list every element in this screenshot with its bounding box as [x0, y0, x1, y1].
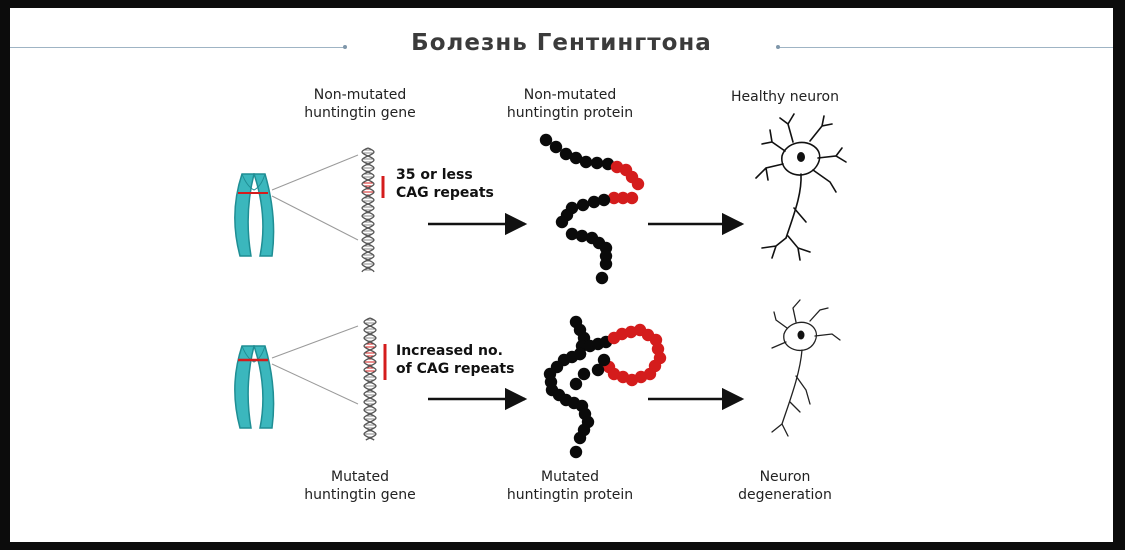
protein-bead — [565, 227, 579, 241]
label-mutated-protein: Mutated huntingtin protein — [500, 468, 640, 504]
protein-bead — [576, 198, 590, 212]
protein-bead — [595, 271, 609, 285]
protein-bead — [569, 377, 583, 391]
protein-bead — [599, 257, 613, 271]
protein-bead — [597, 193, 611, 207]
protein-bead — [631, 177, 645, 191]
label-mutated-gene-line2: huntingtin gene — [304, 487, 416, 503]
protein-bead — [625, 191, 639, 205]
protein-bead — [549, 140, 563, 154]
protein-mutated — [543, 315, 667, 459]
title-rule-dot-right — [776, 45, 780, 49]
label-nonmutated-gene-line2: huntingtin gene — [304, 105, 416, 121]
protein-bead — [579, 155, 593, 169]
annotation-normal-repeats: 35 or less CAG repeats — [396, 166, 494, 202]
dna-helix-normal — [361, 147, 375, 273]
page-title: Болезнь Гентингтона — [411, 30, 712, 56]
title-rule-left — [10, 47, 345, 48]
healthy-neuron-icon — [755, 113, 847, 261]
label-mutated-gene-line1: Mutated — [330, 469, 389, 485]
label-mutated-protein-line2: huntingtin protein — [506, 487, 634, 503]
degenerated-neuron-icon — [771, 299, 841, 437]
protein-bead — [539, 133, 553, 147]
protein-bead — [569, 151, 583, 165]
diagram-art — [234, 113, 847, 459]
label-nonmutated-gene-line1: Non-mutated — [313, 87, 407, 103]
protein-bead — [573, 347, 587, 361]
annotation-normal-line2: CAG repeats — [396, 185, 494, 201]
dna-helix-mutated — [363, 317, 377, 441]
annotation-mutated-line1: Increased no. — [396, 343, 503, 359]
label-neuron-degeneration-line1: Neuron — [759, 469, 811, 485]
label-neuron-degeneration-line2: degeneration — [738, 487, 832, 503]
title-rule-dot-left — [343, 45, 347, 49]
annotation-normal-line1: 35 or less — [396, 167, 473, 183]
protein-bead — [569, 445, 583, 459]
annotation-increased-repeats: Increased no. of CAG repeats — [396, 342, 514, 378]
label-nonmutated-gene: Non-mutated huntingtin gene — [300, 86, 420, 122]
protein-nonmutated — [539, 133, 645, 285]
protein-bead — [590, 156, 604, 170]
protein-bead — [591, 363, 605, 377]
label-healthy-neuron: Healthy neuron — [731, 89, 839, 105]
protein-bead — [559, 147, 573, 161]
annotation-mutated-line2: of CAG repeats — [396, 361, 515, 377]
slide: Болезнь Гентингтона Non-mutated huntingt… — [10, 8, 1113, 542]
protein-bead — [597, 353, 611, 367]
label-nonmutated-protein-line1: Non-mutated — [523, 87, 617, 103]
label-nonmutated-protein: Non-mutated huntingtin protein — [500, 86, 640, 122]
label-mutated-protein-line1: Mutated — [540, 469, 599, 485]
protein-bead — [575, 229, 589, 243]
chromosome-top — [234, 154, 359, 257]
label-nonmutated-protein-line2: huntingtin protein — [506, 105, 634, 121]
protein-bead — [587, 195, 601, 209]
protein-bead — [616, 191, 630, 205]
label-mutated-gene: Mutated huntingtin gene — [300, 468, 420, 504]
protein-bead — [573, 431, 587, 445]
label-neuron-degeneration: Neuron degeneration — [730, 468, 840, 504]
chromosome-bottom — [234, 325, 359, 429]
protein-bead — [577, 367, 591, 381]
protein-bead — [607, 191, 621, 205]
protein-bead — [555, 215, 569, 229]
title-rule-right — [778, 47, 1113, 48]
